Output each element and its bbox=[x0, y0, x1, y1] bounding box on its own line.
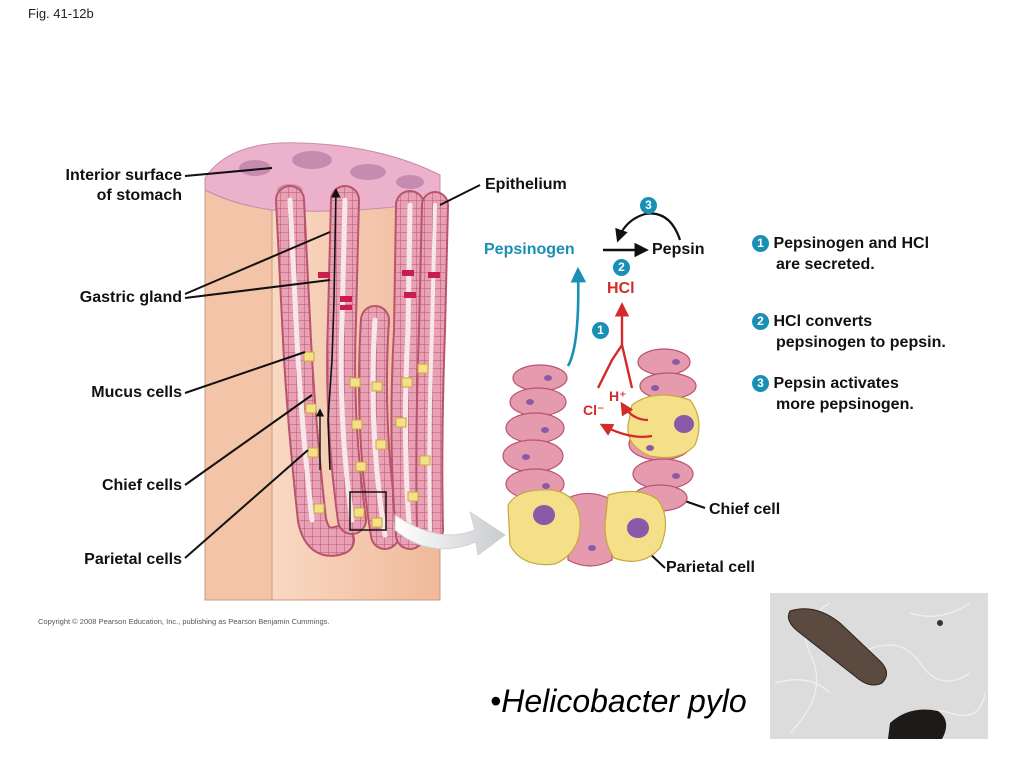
step-2-marker: 2 bbox=[613, 259, 630, 276]
step-3-line2: more pepsinogen. bbox=[776, 396, 914, 413]
mucus-cell-marks bbox=[318, 270, 440, 310]
label-interior-surface: Interior surface of stomach bbox=[20, 166, 182, 206]
step-2-line2: pepsinogen to pepsin. bbox=[776, 334, 946, 351]
stomach-interior-surface bbox=[204, 142, 441, 212]
cl-ion-arrow bbox=[599, 423, 653, 438]
gastric-pit-detail bbox=[502, 348, 700, 567]
parietal-cell-marks bbox=[303, 351, 431, 528]
label-mucus-cells: Mucus cells bbox=[91, 384, 182, 401]
bacteria-micrograph bbox=[770, 593, 988, 739]
hcl-arrow bbox=[596, 302, 630, 389]
label-interior-surface-line2: of stomach bbox=[96, 187, 182, 204]
label-h-ion: H⁺ bbox=[609, 388, 627, 404]
secretion-flow-arrow bbox=[327, 188, 341, 471]
step-3-marker: 3 bbox=[640, 197, 657, 214]
label-chief-cell: Chief cell bbox=[709, 501, 781, 518]
label-epithelium: Epithelium bbox=[485, 176, 567, 193]
step-1-number: 1 bbox=[752, 235, 769, 252]
slab-left-face bbox=[204, 154, 273, 601]
step-2-line1: HCl converts bbox=[773, 313, 873, 330]
autocatalysis-arrow bbox=[615, 212, 682, 243]
inset-box bbox=[349, 491, 387, 531]
step-3-number: 3 bbox=[752, 375, 769, 392]
label-hcl: HCl bbox=[607, 280, 635, 297]
cell-nuclei bbox=[522, 359, 694, 551]
step-1-description: 1 Pepsinogen and HCl are secreted. bbox=[752, 233, 929, 275]
step-1-line1: Pepsinogen and HCl bbox=[773, 235, 930, 252]
label-cl-ion: Cl⁻ bbox=[583, 402, 605, 418]
label-parietal-cell: Parietal cell bbox=[666, 559, 755, 576]
label-gastric-gland: Gastric gland bbox=[79, 289, 182, 306]
label-pepsin: Pepsin bbox=[652, 241, 705, 258]
step-3-line1: Pepsin activates bbox=[773, 375, 899, 392]
label-parietal-cells: Parietal cells bbox=[84, 551, 182, 568]
step-3-description: 3 Pepsin activates more pepsinogen. bbox=[752, 373, 914, 415]
label-chief-cells: Chief cells bbox=[101, 477, 182, 494]
label-interior-surface-line1: Interior surface bbox=[65, 167, 182, 184]
leader-lines bbox=[184, 167, 706, 569]
pepsinogen-arrow bbox=[566, 266, 587, 367]
figure-label: Fig. 41-12b bbox=[28, 6, 94, 21]
bullet-helicobacter: •Helicobacter pylo bbox=[490, 683, 747, 719]
step-2-number: 2 bbox=[752, 313, 769, 330]
copyright-notice: Copyright © 2008 Pearson Education, Inc.… bbox=[38, 617, 330, 626]
step-1-line2: are secreted. bbox=[776, 256, 875, 273]
zoom-arrow bbox=[394, 510, 506, 556]
step-1-marker: 1 bbox=[592, 322, 609, 339]
gastric-gland-tubes bbox=[275, 185, 449, 557]
step-2-description: 2 HCl converts pepsinogen to pepsin. bbox=[752, 311, 946, 353]
h-ion-arrow bbox=[620, 401, 649, 422]
label-pepsinogen: Pepsinogen bbox=[484, 241, 575, 258]
micrograph-image bbox=[770, 593, 988, 739]
